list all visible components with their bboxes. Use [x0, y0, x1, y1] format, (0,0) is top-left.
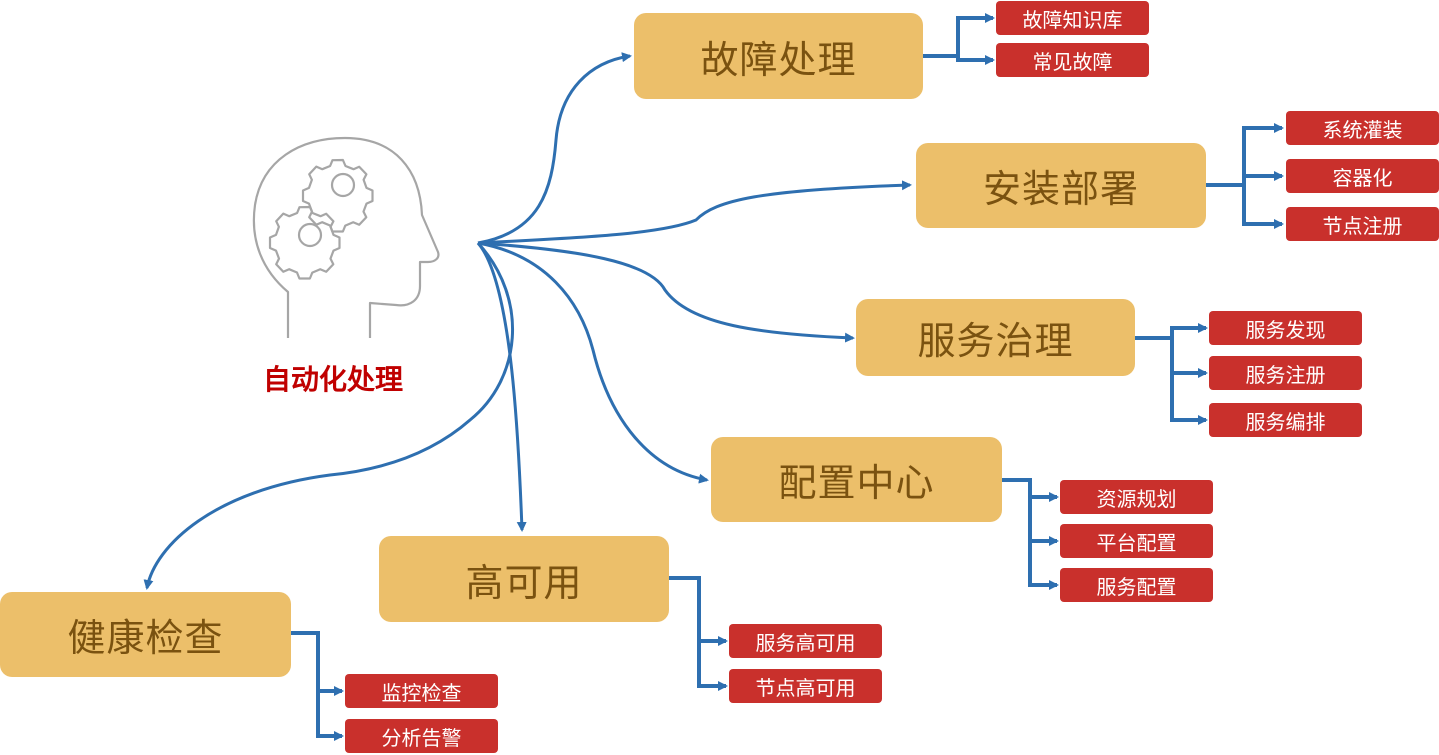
center-topic-label: 自动化处理 — [262, 363, 403, 396]
item-node-ha: 节点高可用 — [729, 669, 882, 703]
item-service-orchestration: 服务编排 — [1209, 403, 1362, 437]
item-containerization: 容器化 — [1286, 159, 1439, 193]
item-fault-knowledge-base: 故障知识库 — [996, 1, 1149, 35]
category-install-deploy: 安装部署 — [916, 143, 1206, 228]
link-center-to-fault — [477, 52, 632, 245]
item-common-faults: 常见故障 — [996, 43, 1149, 77]
category-config-center: 配置中心 — [711, 437, 1002, 522]
item-service-config: 服务配置 — [1060, 568, 1213, 602]
item-service-discovery: 服务发现 — [1209, 311, 1362, 345]
item-node-registration: 节点注册 — [1286, 207, 1439, 241]
category-high-availability: 高可用 — [379, 536, 669, 622]
category-fault-handling: 故障处理 — [634, 13, 923, 99]
item-platform-config: 平台配置 — [1060, 524, 1213, 558]
item-service-ha: 服务高可用 — [729, 624, 882, 658]
link-center-to-install — [477, 180, 912, 245]
item-monitoring-check: 监控检查 — [345, 674, 498, 708]
link-center-to-config — [477, 241, 709, 484]
category-service-governance: 服务治理 — [856, 299, 1135, 376]
item-system-imaging: 系统灌装 — [1286, 111, 1439, 145]
head-gears-icon — [252, 136, 440, 338]
link-center-to-governance — [477, 241, 855, 343]
item-service-registration: 服务注册 — [1209, 356, 1362, 390]
item-resource-planning: 资源规划 — [1060, 480, 1213, 514]
link-center-to-health — [143, 241, 515, 590]
category-health-check: 健康检查 — [0, 592, 291, 677]
item-analysis-alert: 分析告警 — [345, 719, 498, 753]
link-center-to-ha — [476, 242, 527, 532]
